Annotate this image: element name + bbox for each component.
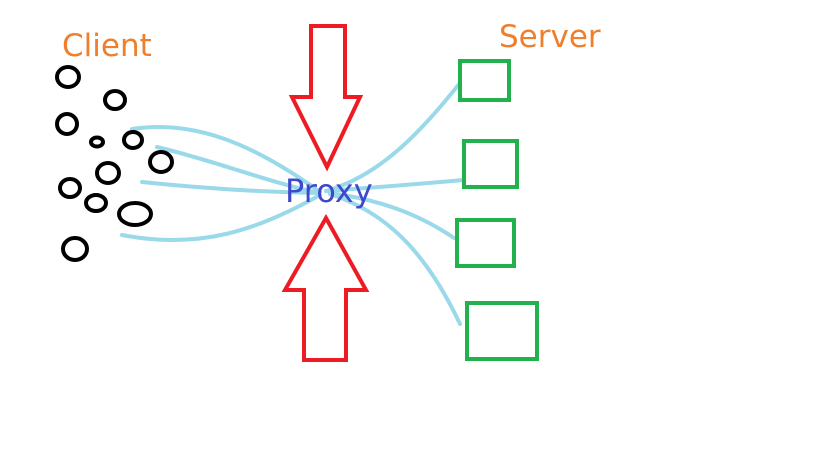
box-icon [462,139,519,189]
circle-icon [84,193,108,213]
connection-line [130,124,322,194]
server-label: Server [499,19,601,55]
client-group [55,65,174,262]
connection-line [120,193,322,242]
connection-line [328,192,462,326]
circle-icon [95,161,121,185]
client-connections [120,124,322,242]
circle-icon [103,89,127,111]
box-icon [458,59,511,102]
circle-icon [148,150,174,174]
circle-icon [89,135,105,149]
connection-line [324,81,462,193]
circle-icon [55,112,79,136]
server-connections [324,81,465,326]
arrow-down-icon [288,24,364,172]
box-icon [465,301,539,361]
connection-line [155,145,320,195]
circle-icon [58,177,82,199]
circle-icon [117,201,153,227]
connection-line [324,178,465,193]
box-icon [455,218,516,268]
proxy-label: Proxy [285,172,373,210]
client-label: Client [62,28,152,64]
server-group [455,59,539,361]
arrow-up-icon [281,213,370,362]
circle-icon [55,65,81,89]
circle-icon [61,236,89,262]
connection-line [328,191,456,240]
circle-icon [122,130,144,150]
connection-line [140,180,320,195]
